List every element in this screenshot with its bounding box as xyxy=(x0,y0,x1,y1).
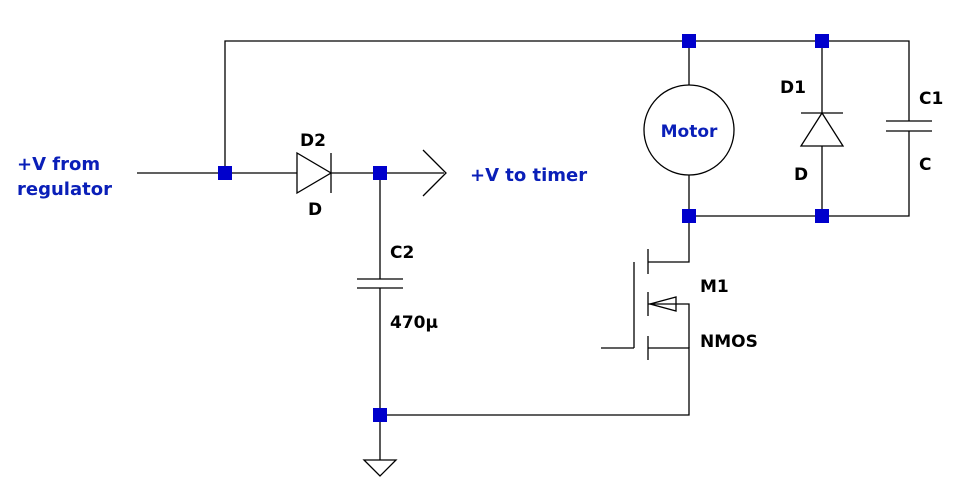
c1-value-label: C xyxy=(919,155,931,175)
d2-ref-label: D2 xyxy=(300,131,326,151)
motor-symbol xyxy=(643,84,735,176)
c2-value-label: 470µ xyxy=(390,313,438,333)
diode-d2 xyxy=(296,151,333,195)
output-net-label: +V to timer xyxy=(470,165,587,186)
input-net-label-line1: +V from xyxy=(17,154,100,175)
d1-value-label: D xyxy=(794,165,808,185)
junction-node xyxy=(815,209,829,223)
output-arrow xyxy=(422,149,447,197)
nmos-m1 xyxy=(601,249,690,360)
junction-node xyxy=(373,166,387,180)
m1-value-label: NMOS xyxy=(700,332,758,352)
capacitor-c2 xyxy=(357,278,403,289)
wire-motor-bottom xyxy=(648,175,690,263)
c2-ref-label: C2 xyxy=(390,243,414,263)
wire-bottom-rail xyxy=(689,131,910,217)
c1-ref-label: C1 xyxy=(919,89,943,109)
input-net-label-line2: regulator xyxy=(17,179,112,200)
junction-node xyxy=(815,34,829,48)
wire-ground-return xyxy=(380,347,690,416)
junction-node xyxy=(682,34,696,48)
junction-node xyxy=(373,408,387,422)
junction-node xyxy=(218,166,232,180)
junction-node xyxy=(682,209,696,223)
wires xyxy=(137,40,910,460)
d1-ref-label: D1 xyxy=(780,78,806,98)
capacitor-c1 xyxy=(886,120,932,132)
motor-label: Motor xyxy=(661,122,718,142)
diode-d1 xyxy=(799,111,845,147)
d2-value-label: D xyxy=(308,200,322,220)
m1-ref-label: M1 xyxy=(700,277,729,297)
ground-symbol xyxy=(362,459,398,477)
junction-nodes xyxy=(218,34,829,422)
wire-top-rail xyxy=(224,40,910,173)
